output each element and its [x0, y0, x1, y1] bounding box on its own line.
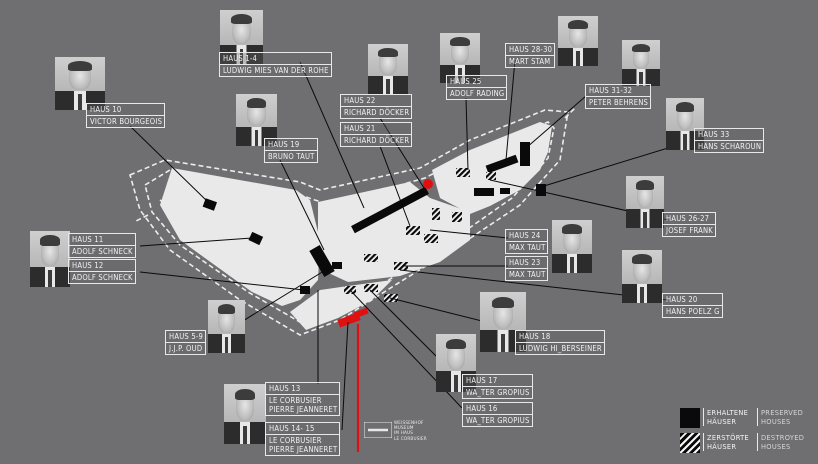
red-location-dot: [423, 179, 433, 189]
land-parcels: [160, 122, 552, 330]
portrait-photo: [622, 250, 662, 303]
legend-destroyed-de: ZERSTÖRTE HÄUSER: [703, 433, 755, 451]
portrait-photo: [558, 16, 598, 66]
legend-destroyed-swatch: [680, 433, 700, 453]
portrait-photo: [626, 176, 664, 228]
portrait-photo: [666, 98, 704, 150]
portrait-photo: [622, 40, 660, 86]
portrait-photo: [552, 220, 592, 273]
museum-path-icon: [364, 422, 392, 438]
museum-caption: WEISSENHOF MUSEUM IM HAUS LE CORBUSIER: [394, 421, 427, 442]
portrait-photo: [436, 334, 476, 392]
portrait-photo: [55, 57, 105, 110]
portrait-photo: [208, 300, 245, 353]
legend-preserved-en: PRESERVED HOUSES: [757, 408, 813, 426]
portrait-photo: [440, 33, 480, 83]
legend-preserved-de: ERHALTENE HÄUSER: [703, 408, 755, 426]
museum-highlight: [337, 179, 433, 452]
portrait-photo: [30, 231, 70, 287]
legend-destroyed-en: DESTROYED HOUSES: [757, 433, 813, 451]
legend-preserved-swatch: [680, 408, 700, 428]
portrait-photo: [236, 94, 277, 146]
portrait-photo: [368, 44, 408, 94]
portrait-photo: [224, 384, 266, 444]
preserved-houses: [202, 142, 546, 294]
portrait-photo: [220, 10, 263, 65]
